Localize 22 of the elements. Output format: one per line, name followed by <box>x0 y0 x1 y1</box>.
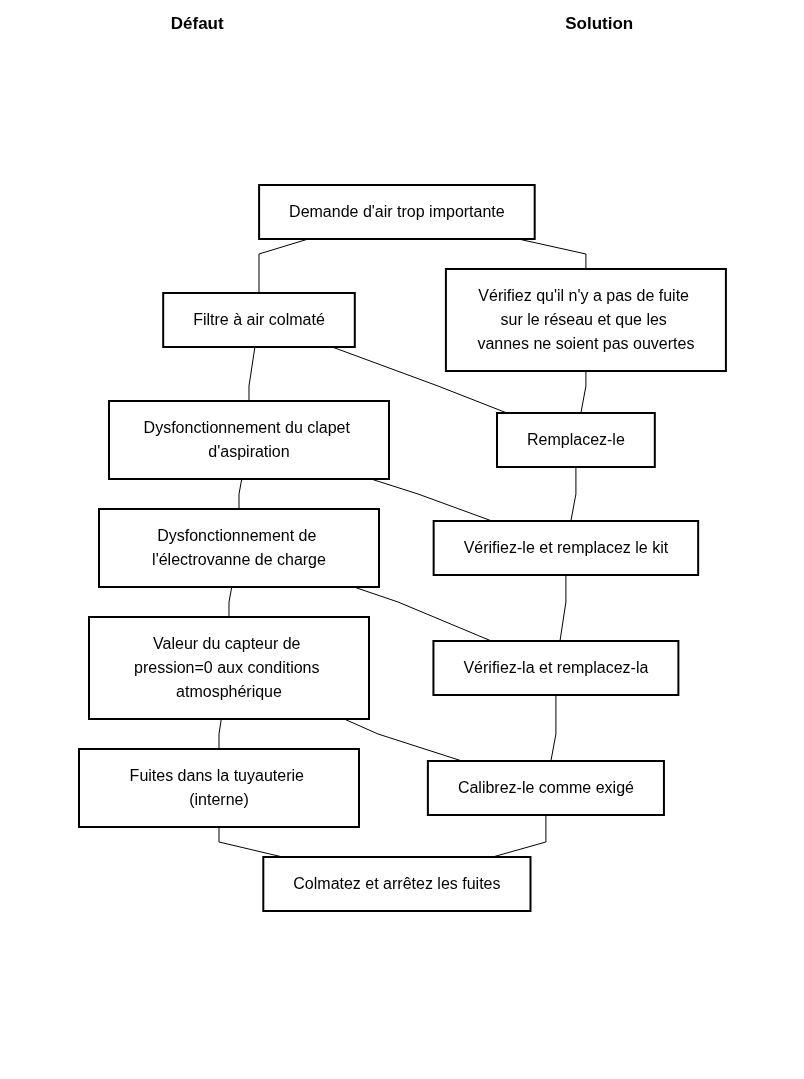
node-box: Vérifiez qu'il n'y a pas de fuite sur le réseau et que les vannes ne soient pas ouvertes <box>444 268 727 372</box>
node-box: Vérifiez-le et remplacez le kit <box>432 520 699 576</box>
node-box: Colmatez et arrêtez les fuites <box>261 856 532 912</box>
connector <box>569 466 576 522</box>
connector <box>559 574 566 642</box>
node-box: Fuites dans la tuyauterie (interne) <box>77 748 360 828</box>
connector <box>549 694 556 762</box>
column-heading: Solution <box>565 14 634 34</box>
connector <box>579 370 586 414</box>
column-heading: Défaut <box>170 14 224 34</box>
connector <box>238 478 242 510</box>
node-box: Remplacez-le <box>495 412 656 468</box>
node-box: Dysfonctionnement du clapet d'aspiration <box>107 400 390 480</box>
connector <box>228 586 232 618</box>
node-box: Dysfonctionnement de l'électrovanne de charge <box>97 508 380 588</box>
connector <box>248 346 255 402</box>
node-box: Valeur du capteur de pression=0 aux conditions atmosphérique <box>87 616 370 720</box>
node-box: Demande d'air trop importante <box>257 184 536 240</box>
node-box: Calibrez-le comme exigé <box>426 760 665 816</box>
connector <box>218 718 222 750</box>
node-box: Vérifiez-la et remplacez-la <box>432 640 679 696</box>
node-box: Filtre à air colmaté <box>161 292 356 348</box>
